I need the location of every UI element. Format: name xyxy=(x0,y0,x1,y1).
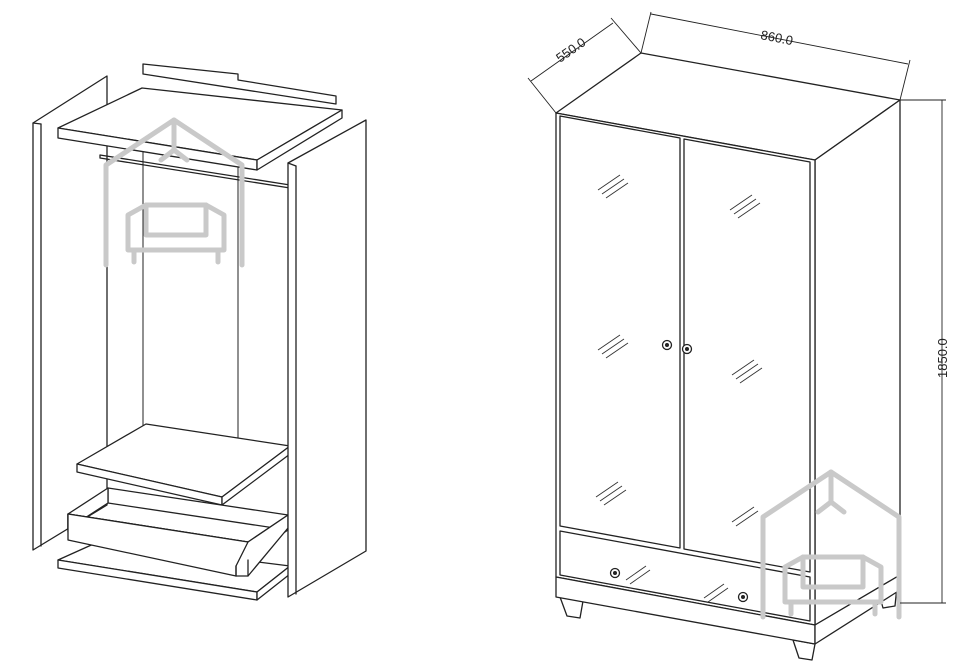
house-with-sofa-icon xyxy=(760,469,902,620)
side-face xyxy=(814,99,901,626)
dimension-height: 1850.0 xyxy=(900,99,950,604)
left-door xyxy=(559,115,681,549)
shelf xyxy=(76,423,291,498)
house-with-sofa-icon xyxy=(103,117,245,268)
door-knob-right xyxy=(681,343,693,355)
hanging-rail xyxy=(99,154,291,189)
door-knob-left xyxy=(661,339,673,351)
exploded-view xyxy=(32,63,367,601)
assembled-view xyxy=(555,52,901,661)
depth-label: 550.0 xyxy=(553,35,588,66)
left-side-panel xyxy=(32,75,108,551)
width-label: 860.0 xyxy=(759,27,794,48)
open-drawer xyxy=(67,487,289,577)
drawer-knob-left xyxy=(609,567,621,579)
glass-reflection-marks xyxy=(595,174,763,603)
right-door xyxy=(683,138,811,573)
drawer-knob-right xyxy=(737,591,749,603)
height-label: 1850.0 xyxy=(935,338,950,378)
back-panel-body xyxy=(142,119,239,441)
dimension-width: 860.0 xyxy=(640,11,911,101)
right-side-panel xyxy=(287,119,367,598)
back-panel xyxy=(142,63,337,105)
